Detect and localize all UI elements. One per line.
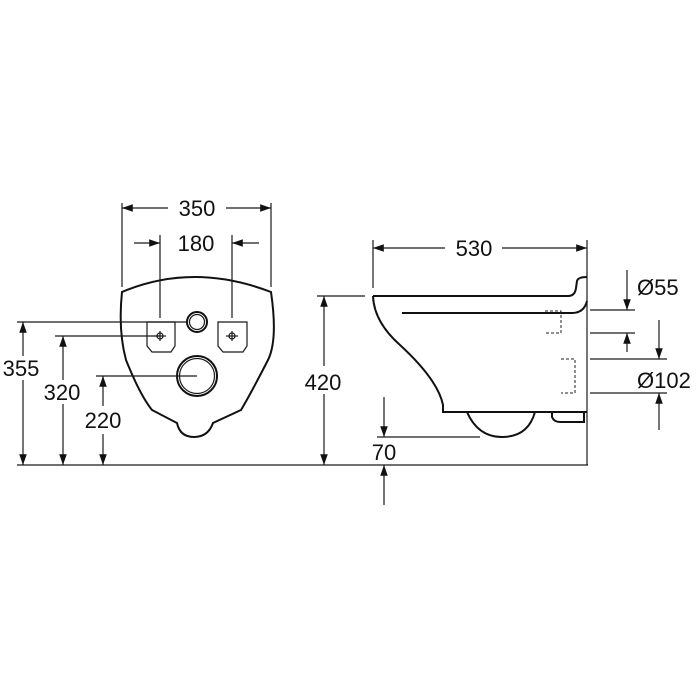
foot-curve [466, 411, 536, 439]
front-view: 350 180 355 320 220 [3, 196, 275, 465]
outlet-hidden [561, 358, 576, 394]
bolt-hole-right [226, 331, 238, 341]
side-view: 530 420 70 Ø55 Ø102 [305, 236, 691, 505]
dim-depth: 530 [456, 236, 493, 261]
dim-height-320: 320 [44, 380, 81, 405]
dim-floor-clearance: 70 [372, 440, 396, 465]
dim-bolt-spacing: 180 [178, 231, 215, 256]
dim-inlet-diameter: Ø55 [637, 275, 679, 300]
right-bracket [217, 321, 248, 353]
back-foot [551, 412, 585, 423]
dim-height-355: 355 [3, 356, 40, 381]
side-outline [372, 276, 588, 413]
left-bracket [146, 321, 176, 353]
front-outline [119, 276, 275, 439]
inlet-circle-inner [188, 313, 206, 331]
dim-width: 350 [179, 196, 216, 221]
dim-outlet-diameter: Ø102 [637, 368, 691, 393]
dim-height-220: 220 [85, 408, 122, 433]
dim-rim-height: 420 [305, 370, 342, 395]
inlet-hidden [545, 310, 562, 334]
